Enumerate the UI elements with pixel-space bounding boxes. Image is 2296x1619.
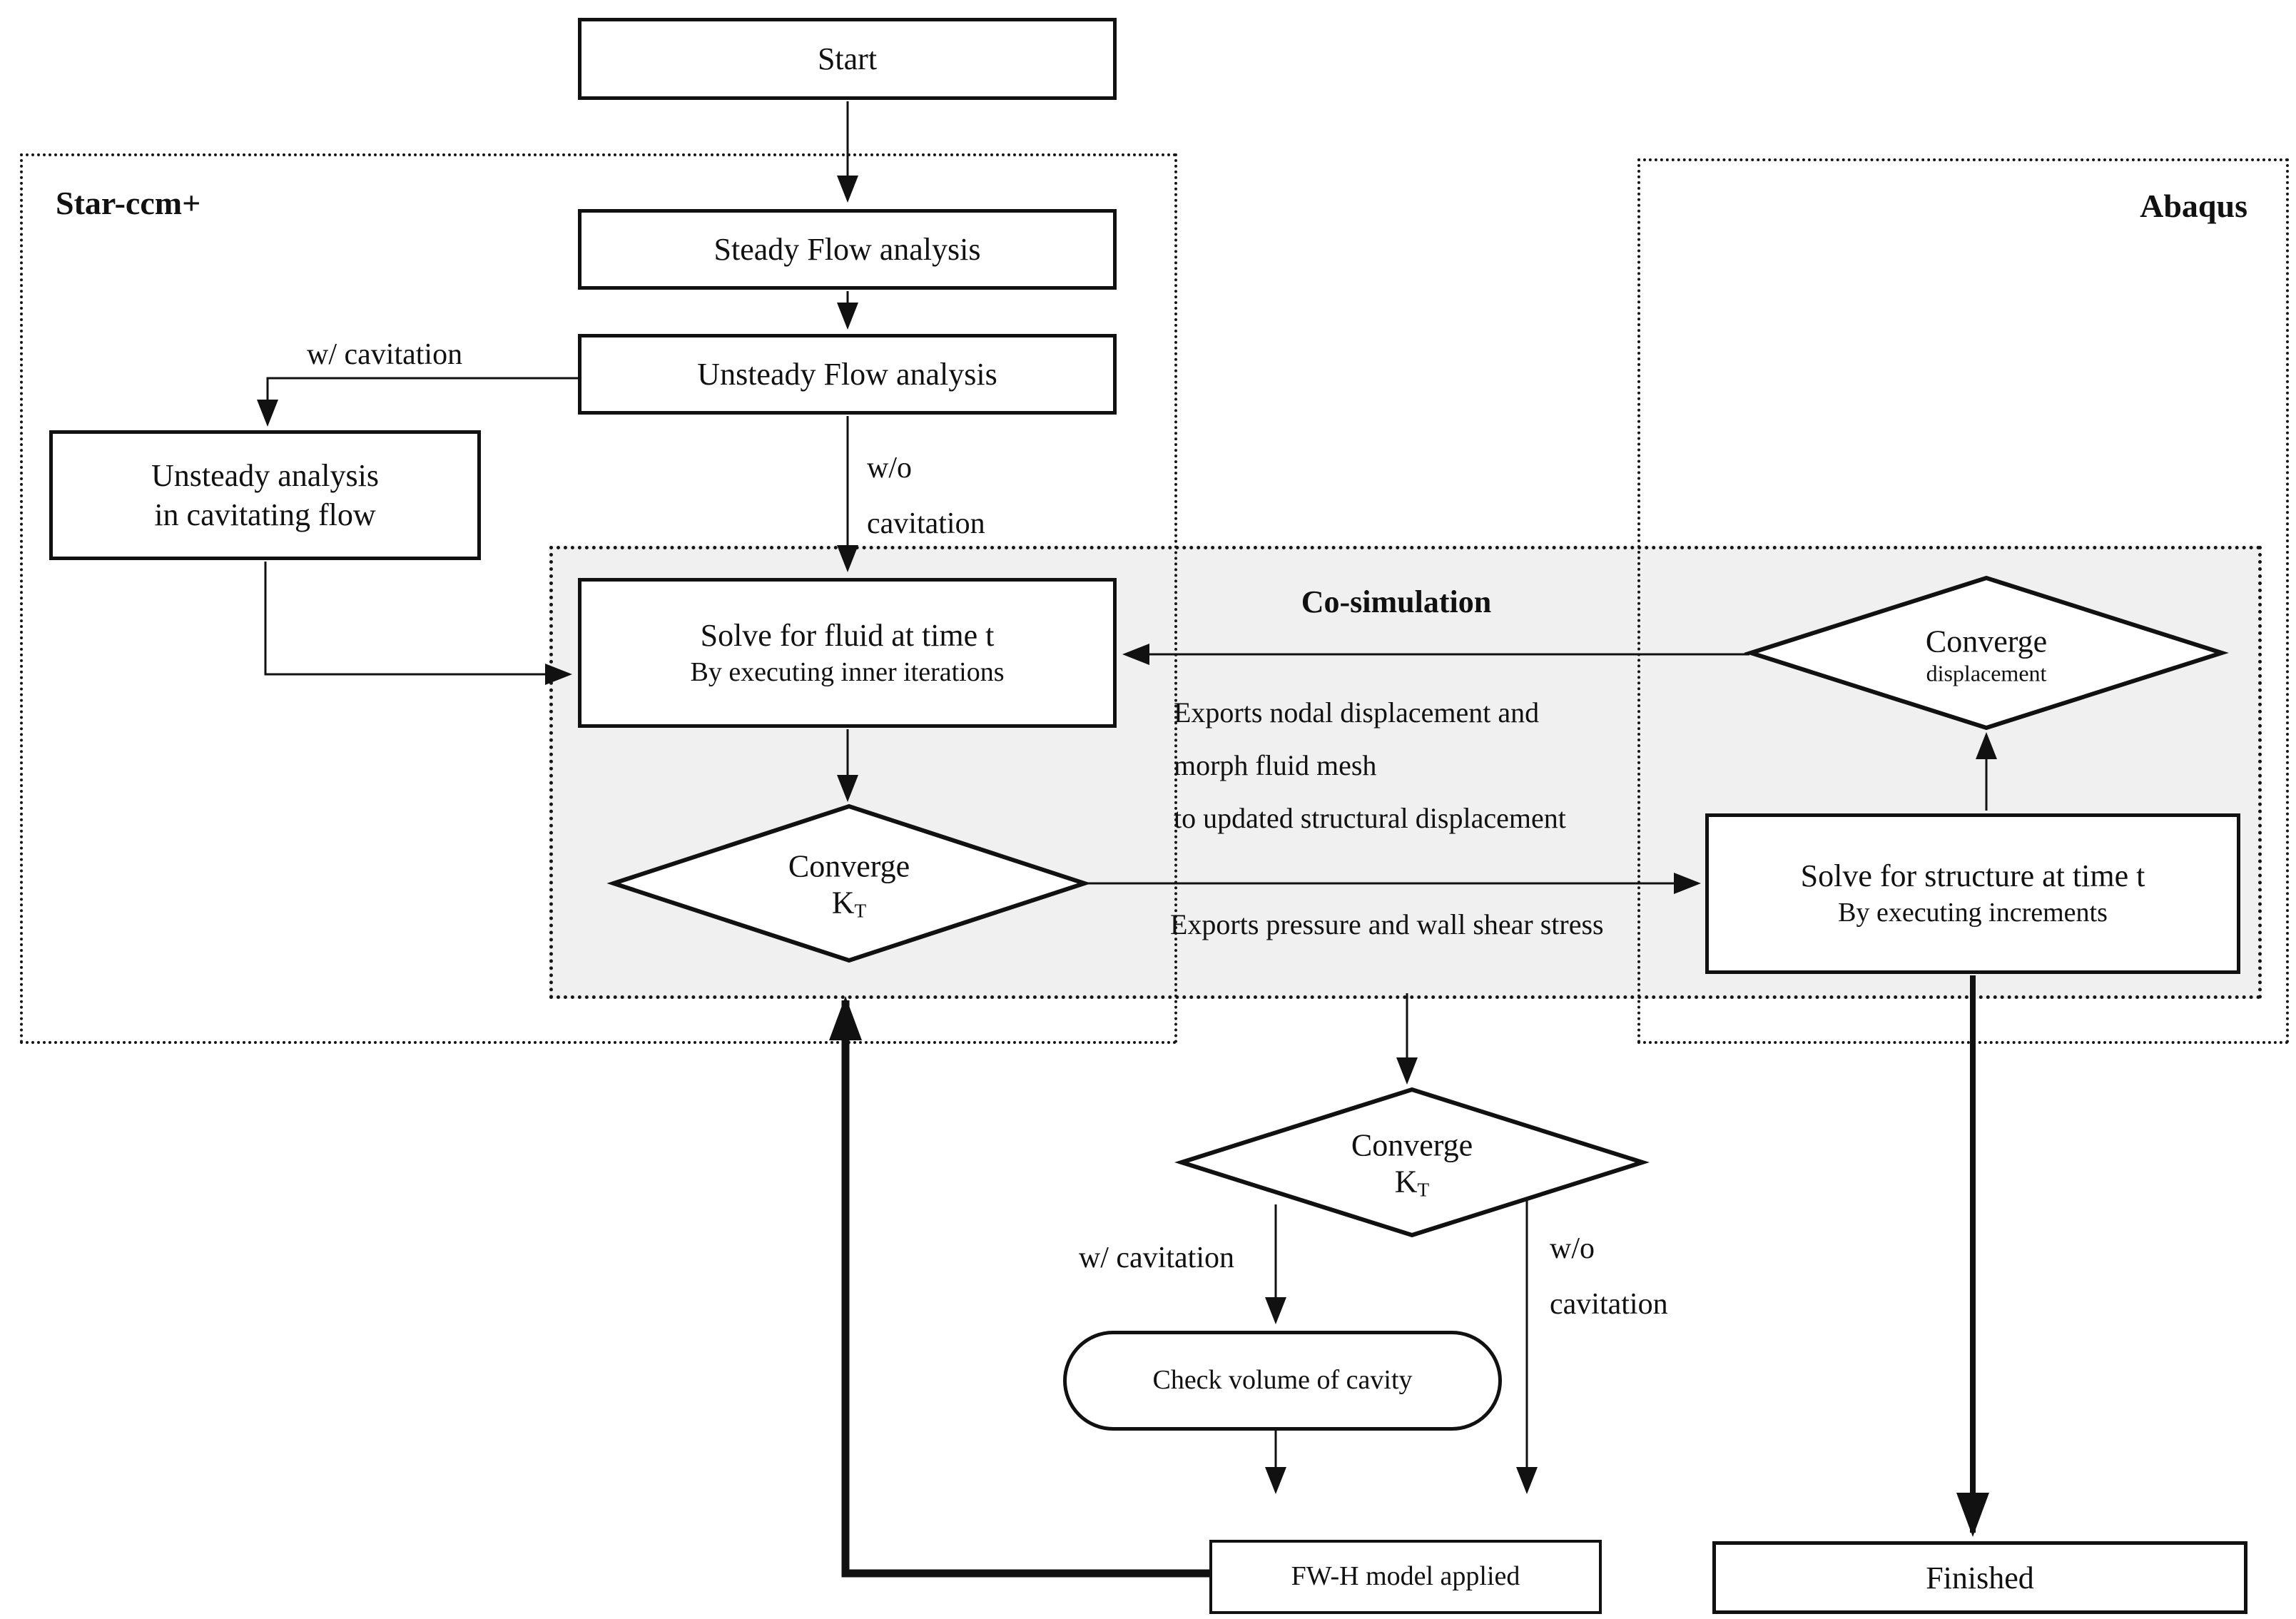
edge-unsteady-cavitating (257, 377, 579, 427)
fwh-node: FW-H model applied (1209, 1540, 1602, 1614)
start-node: Start (578, 18, 1117, 100)
converge-displacement-diamond (1744, 575, 2229, 731)
abaqus-label: Abaqus (2140, 188, 2247, 224)
converge-displacement-word: Converge (1925, 624, 2048, 659)
steady-flow-node: Steady Flow analysis (578, 209, 1117, 290)
with-cavitation-bottom-label: w/ cavitation (1078, 1242, 1234, 1274)
exports-nodal-label: Exports nodal displacement and morph flu… (1174, 696, 1566, 834)
converge-kt-lower-word: Converge (1351, 1127, 1473, 1163)
unsteady-flow-label: Unsteady Flow analysis (697, 357, 997, 392)
converge-displacement-text: Converge displacement (1926, 624, 2047, 686)
converge-kt-lower-diamond (1174, 1087, 1650, 1238)
finished-label: Finished (1926, 1560, 2034, 1595)
edge-fwh-feedback (829, 996, 1211, 1578)
fwh-label: FW-H model applied (1291, 1561, 1520, 1592)
star-ccm-region (20, 153, 1177, 1044)
exports-pressure-label: Exports pressure and wall shear stress (1170, 908, 1604, 940)
converge-kt-upper-text: Converge KT (788, 848, 910, 922)
converge-kt-upper-diamond (606, 803, 1092, 963)
converge-displacement-criterion: displacement (1926, 659, 2047, 686)
solve-structure-line1: Solve for structure at time t (1800, 858, 2145, 894)
with-cavitation-top-label: w/ cavitation (307, 338, 463, 371)
star-ccm-label: Star-ccm+ (56, 185, 201, 221)
without-cavitation-top-label: w/o cavitation (867, 452, 985, 540)
without-cavitation-bottom-label: w/o cavitation (1550, 1232, 1668, 1321)
unsteady-flow-node: Unsteady Flow analysis (578, 334, 1117, 415)
edge-cavitating-solvefluid (264, 562, 572, 685)
unsteady-cavitating-line2: in cavitating flow (154, 497, 376, 532)
unsteady-cavitating-line1: Unsteady analysis (151, 458, 379, 493)
solve-fluid-line2: By executing inner iterations (690, 656, 1005, 687)
check-cavity-node: Check volume of cavity (1063, 1331, 1502, 1431)
start-label: Start (817, 41, 878, 76)
solve-structure-node: Solve for structure at time t By executi… (1705, 813, 2240, 974)
finished-node: Finished (1712, 1541, 2247, 1614)
converge-kt-upper-word: Converge (788, 848, 910, 884)
solve-fluid-line1: Solve for fluid at time t (700, 617, 995, 653)
converge-kt-upper-symbol-line: KT (831, 885, 867, 922)
check-cavity-label: Check volume of cavity (1152, 1365, 1413, 1396)
co-simulation-label: Co-simulation (1301, 584, 1492, 619)
converge-kt-lower-symbol-line: KT (1394, 1164, 1430, 1201)
steady-flow-label: Steady Flow analysis (713, 232, 981, 267)
converge-kt-lower-text: Converge KT (1351, 1127, 1473, 1201)
solve-structure-line2: By executing increments (1838, 898, 2108, 928)
solve-fluid-node: Solve for fluid at time t By executing i… (578, 578, 1117, 728)
unsteady-cavitating-node: Unsteady analysis in cavitating flow (49, 430, 481, 560)
abaqus-region (1637, 158, 2289, 1044)
